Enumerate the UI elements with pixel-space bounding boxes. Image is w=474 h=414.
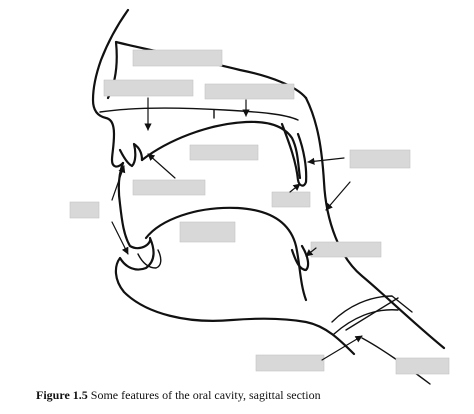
face-profile-outline [91, 8, 130, 168]
lower-incisor [137, 249, 162, 269]
pointer-to-palate-front [147, 153, 176, 179]
larynx-upper [331, 295, 413, 323]
palate-arch [140, 120, 302, 180]
label-box-11[interactable] [255, 354, 325, 372]
pointer-to-pharynx [325, 181, 351, 211]
pointer-to-uvula [289, 183, 301, 193]
pointer-to-epiglottis [305, 247, 317, 257]
palate-group [118, 109, 308, 187]
head-outline [91, 8, 446, 350]
nasal-floor [99, 107, 299, 121]
label-box-6[interactable] [132, 179, 206, 196]
pointer-to-teeth [111, 165, 126, 201]
label-box-4[interactable] [189, 144, 259, 161]
figure-number: Figure 1.5 [36, 388, 88, 402]
larynx-group [331, 295, 431, 385]
pointer-arrows [111, 97, 363, 361]
pointer-to-velum [307, 157, 345, 165]
label-box-9[interactable] [179, 221, 236, 243]
label-box-12[interactable] [395, 357, 450, 375]
vocal-fold-line [345, 297, 399, 331]
upper-incisor [118, 142, 144, 168]
label-box-2[interactable] [103, 79, 194, 97]
label-box-8[interactable] [69, 201, 100, 219]
lower-lip-chin [114, 161, 356, 356]
tongue-surface [144, 206, 308, 302]
trachea-wall [361, 337, 431, 385]
figure-caption: Figure 1.5 Some features of the oral cav… [36, 388, 321, 403]
pointer-to-lips [111, 221, 129, 255]
velum-outline [280, 122, 308, 187]
label-box-10[interactable] [310, 241, 382, 258]
label-box-1[interactable] [132, 49, 223, 67]
figure-caption-text: Some features of the oral cavity, sagitt… [87, 388, 321, 402]
pointer-to-larynx [321, 335, 363, 361]
label-boxes [69, 49, 450, 375]
label-box-7[interactable] [271, 191, 311, 208]
larynx-lower [333, 309, 399, 335]
epiglottis [290, 244, 310, 272]
pharyngeal-wall [304, 96, 446, 350]
label-box-3[interactable] [204, 83, 295, 100]
label-box-5[interactable] [349, 149, 411, 169]
